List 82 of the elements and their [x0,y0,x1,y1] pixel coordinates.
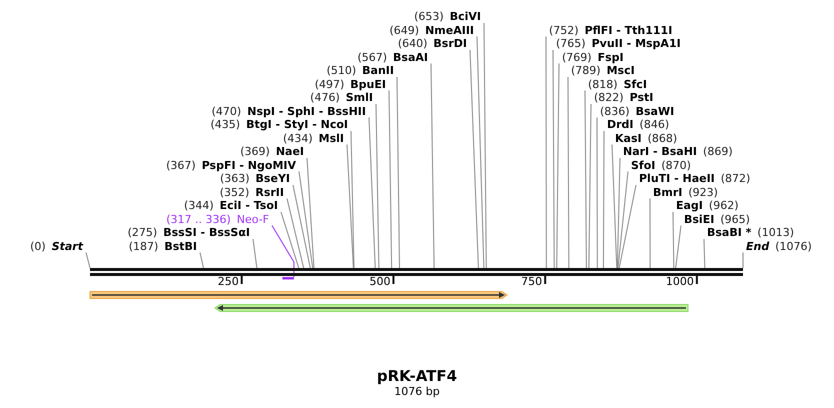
leader-line [704,238,706,268]
enzyme-site-label: (352) RsrII [220,186,287,198]
leader-line [616,158,620,268]
enzyme-site-label: DrdI (846) [604,118,670,131]
leader-line [470,50,479,268]
enzyme-site-label: PluTI - HaeII (872) [636,172,750,185]
leader-line [346,144,354,268]
leader-line [376,104,380,268]
enzyme-site-label: (836) BsaWI [597,104,674,118]
leader-line [650,198,651,268]
enzyme-site-label: (567) BsaAI [357,50,431,64]
leader-line [200,252,204,268]
leader-line [552,50,555,268]
scale-label: 500 [369,276,390,288]
leader-line [556,63,560,268]
leader-line [612,144,618,268]
enzyme-site-label: (640) BsrDI [398,37,470,50]
sequence-end-label: (0) Start [30,240,86,252]
enzyme-site-label: BsaBI * (1013) [704,226,794,239]
enzyme-site-label: (470) NspI - SphI - BssHII [212,104,369,118]
leader-line [86,252,90,268]
leader-line [568,76,570,268]
leader-line [484,22,487,268]
leader-line [618,184,636,268]
leader-line [306,158,314,268]
enzyme-site-label: KasI (868) [612,132,678,144]
leader-line [292,184,311,268]
enzyme-site-label: (822) PstI [591,91,654,104]
sequence-end-label: End (1076) [743,240,812,252]
enzyme-site-label: SfoI (870) [628,158,691,172]
leader-line [272,225,294,278]
enzyme-site-label: (369) NaeI [240,145,307,158]
enzyme-site-label: (435) BtgI - StyI - NcoI [210,118,351,131]
enzyme-site-label: EagI (962) [673,199,738,212]
leader-line [672,212,674,268]
leader-line [430,63,435,268]
leader-line [584,90,587,268]
sequence-feature [214,304,688,312]
enzyme-site-label: (367) PspFI - NgoMIV [166,158,299,172]
enzyme-site-label: (344) EciI - TsoI [184,199,281,212]
leader-line [252,238,258,268]
leader-line [396,76,400,268]
leader-line [618,171,628,268]
enzyme-site-label: (752) PflFI - Tth111I [546,24,672,36]
leader-line [588,104,592,268]
enzyme-site-label: (275) BssSI - BssSαI [128,226,253,239]
enzyme-site-label: (649) NmeAIII [389,24,477,36]
enzyme-site-label: (510) BanII [326,64,397,77]
leader-line [546,36,547,268]
leader-line [280,212,300,268]
enzyme-site-label: (789) MscI [568,64,635,77]
enzyme-site-label: BsiEI (965) [681,212,750,226]
enzyme-site-label: (818) SfcI [585,78,647,90]
enzyme-site-label: (653) BciVI [414,10,484,23]
leader-line [675,225,682,268]
leader-line [350,130,354,268]
leader-line [298,171,314,268]
enzyme-site-label: (497) BpuEI [314,78,389,90]
enzyme-site-label: NarI - BsaHI (869) [620,145,733,158]
primer-label: (317 .. 336) Neo-F [166,212,272,226]
enzyme-site-label: (434) MslI [283,132,347,144]
leader-line [388,90,392,268]
enzyme-site-label: (476) SmlI [310,91,376,104]
leader-line [368,117,376,268]
enzyme-site-label: (769) FspI [559,50,624,64]
dna-sequence-bar [90,268,743,276]
leader-line [286,198,304,268]
leader-line [742,252,744,268]
map-title: pRK-ATF4 [376,367,458,385]
leader-line [596,117,598,268]
enzyme-site-label: (187) BstBI [128,240,200,252]
sequence-feature [90,291,508,299]
sequence-length: 1076 bp [394,385,440,399]
scale-label: 1000 [666,276,694,288]
scale-label: 750 [521,276,542,288]
primer-mark [282,277,294,280]
enzyme-site-label: (765) PvuII - MspA1I [553,37,681,50]
leader-line [602,130,604,268]
enzyme-site-label: (363) BseYI [220,172,293,185]
scale-label: 250 [218,276,239,288]
enzyme-site-label: BmrI (923) [650,186,718,198]
leader-line [476,36,484,268]
